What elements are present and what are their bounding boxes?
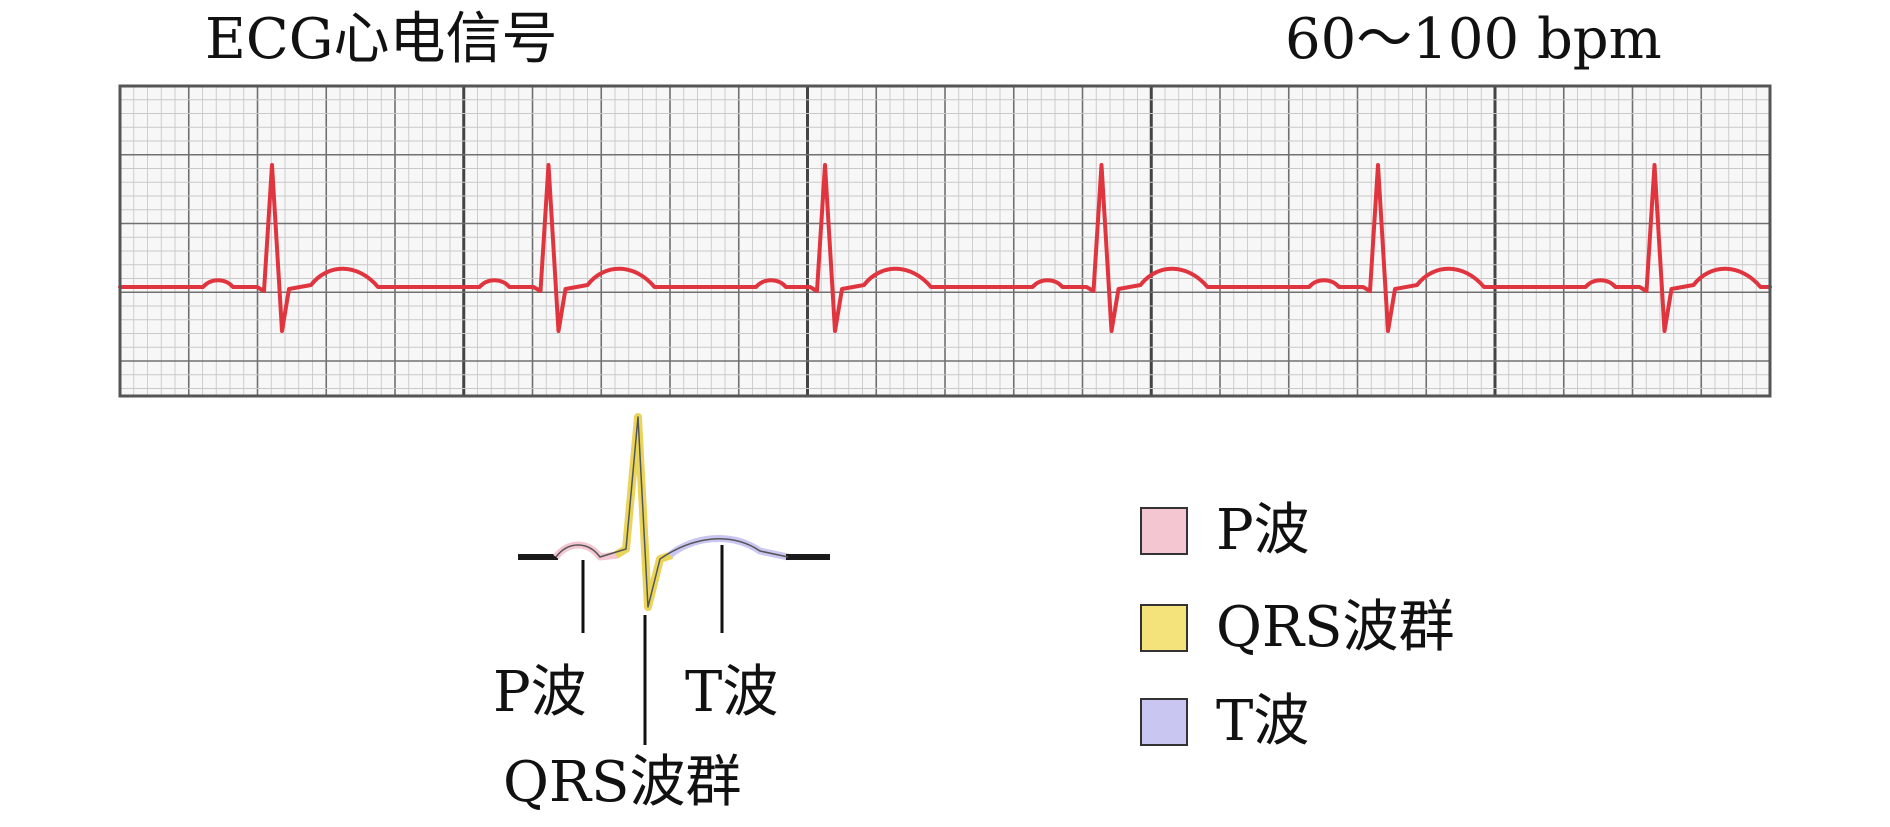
legend-label-qrs-complex: QRS波群 <box>1216 595 1455 660</box>
t-wave-segment <box>667 535 789 561</box>
t-wave-label: T波 <box>685 660 779 725</box>
legend-label-t-wave: T波 <box>1216 689 1310 754</box>
p-wave-label: P波 <box>493 660 587 725</box>
legend-swatch-p-wave <box>1140 507 1188 555</box>
legend-item-t-wave: T波 <box>1140 694 1309 750</box>
legend-label-p-wave: P波 <box>1216 498 1310 563</box>
legend-item-qrs-complex: QRS波群 <box>1140 600 1454 656</box>
qrs-complex-segment <box>613 413 674 611</box>
legend-item-p-wave: P波 <box>1140 503 1310 559</box>
ecg-grid <box>118 85 1771 396</box>
beat-outline <box>555 416 789 608</box>
ecg-frame <box>118 84 1772 398</box>
ecg-trace <box>118 163 1772 333</box>
legend-swatch-qrs-complex <box>1140 604 1188 652</box>
legend-swatch-t-wave <box>1140 698 1188 746</box>
heart-rate-range: 60～100 bpm <box>1285 7 1662 72</box>
qrs-complex-label: QRS波群 <box>503 750 742 815</box>
page-title: ECG心电信号 <box>205 7 558 72</box>
